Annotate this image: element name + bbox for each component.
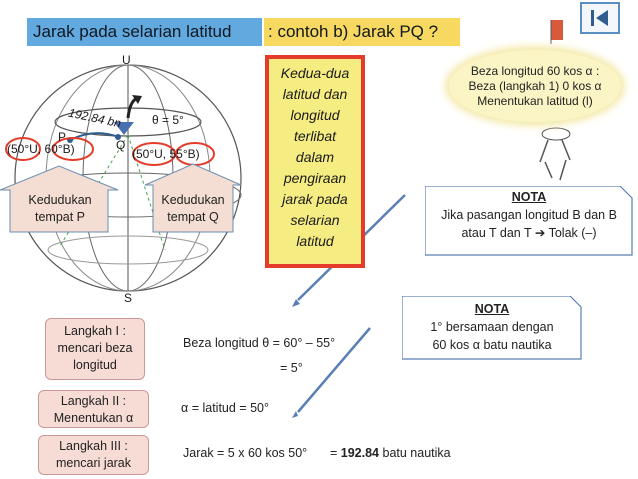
bubble-line-3: Menentukan latitud (l) bbox=[477, 94, 593, 108]
explanation-line: Kedua-dua bbox=[280, 65, 350, 81]
result-value: 192.84 bbox=[340, 446, 380, 460]
note2: NOTA 1° bersamaan dengan 60 kos α batu n… bbox=[402, 300, 582, 354]
step-1-title: Langkah I : bbox=[64, 324, 126, 338]
step-3-equation: Jarak = 5 x 60 kos 50° bbox=[183, 446, 308, 460]
note1-frame bbox=[425, 186, 633, 256]
explanation-line: dalam bbox=[295, 149, 335, 165]
example-subtitle: : contoh b) Jarak PQ ? bbox=[264, 18, 460, 46]
explanation-line: pengiraan bbox=[283, 170, 347, 186]
step-1-equation: Beza longitud θ = 60° – 55° bbox=[183, 336, 336, 350]
point-q-label: Q bbox=[116, 138, 126, 152]
page-title: Jarak pada selarian latitud bbox=[27, 18, 262, 46]
note2-line2: 60 kos α batu nautika bbox=[432, 338, 552, 352]
explanation-box: Kedua-dua latitud dan longitud terlibat … bbox=[265, 55, 365, 268]
note1-line1: Jika pasangan longitud B dan B bbox=[441, 208, 617, 222]
explanation-line: terlibat bbox=[293, 128, 337, 144]
south-pole-label: S bbox=[124, 291, 133, 305]
coord-q: (50°U, 55°B) bbox=[132, 147, 200, 161]
note2-heading: NOTA bbox=[474, 302, 510, 316]
bubble-line-1: Beza longitud 60 kos α : bbox=[470, 64, 600, 78]
explanation-line: longitud bbox=[290, 107, 340, 123]
step-3-box: Langkah III : mencari jarak bbox=[38, 435, 149, 475]
north-pole-label: U bbox=[122, 53, 131, 67]
callout-position-q: Kedudukan tempat Q bbox=[161, 193, 225, 224]
note1-line2: atau T dan T ➔ Tolak (–) bbox=[461, 226, 597, 240]
speech-bubble: Beza longitud 60 kos α : Beza (langkah 1… bbox=[449, 50, 621, 122]
bubble-line-2: Beza (langkah 1) 0 kos α bbox=[468, 79, 602, 93]
step-2-equation: α = latitud = 50° bbox=[181, 401, 269, 415]
note1-heading: NOTA bbox=[511, 190, 547, 204]
step-1-line2: mencari beza bbox=[57, 341, 133, 355]
result-prefix: = bbox=[330, 446, 341, 460]
step-1-line3: longitud bbox=[73, 358, 117, 372]
explanation-line: jarak pada bbox=[282, 191, 348, 207]
note2-line1: 1° bersamaan dengan bbox=[430, 320, 554, 334]
step-3-line2: mencari jarak bbox=[55, 456, 132, 470]
point-p-label: P bbox=[58, 130, 67, 144]
back-to-start-icon[interactable] bbox=[580, 2, 620, 34]
step-2-box: Langkah II : Menentukan α bbox=[38, 390, 149, 428]
step-1-box: Langkah I : mencari beza longitud bbox=[45, 318, 145, 380]
theta-label: θ = 5° bbox=[152, 113, 184, 127]
step-2-line2: Menentukan α bbox=[53, 411, 134, 425]
explanation-line: selarian bbox=[290, 212, 340, 228]
note2-frame bbox=[402, 296, 582, 360]
step-3-result: = 192.84 batu nautika bbox=[330, 446, 451, 460]
callout-position-p: Kedudukan tempat P bbox=[28, 193, 92, 224]
step-2-title: Langkah II : bbox=[60, 394, 127, 408]
step-1-result: = 5° bbox=[280, 361, 303, 375]
result-unit: batu nautika bbox=[379, 446, 451, 460]
explanation-line: latitud dan bbox=[282, 86, 348, 102]
explanation-line: latitud bbox=[296, 233, 334, 249]
note1: NOTA Jika pasangan longitud B dan B atau… bbox=[425, 188, 633, 242]
coord-p: (50°U, 60°B) bbox=[7, 142, 75, 156]
step-3-title: Langkah III : bbox=[59, 439, 128, 453]
